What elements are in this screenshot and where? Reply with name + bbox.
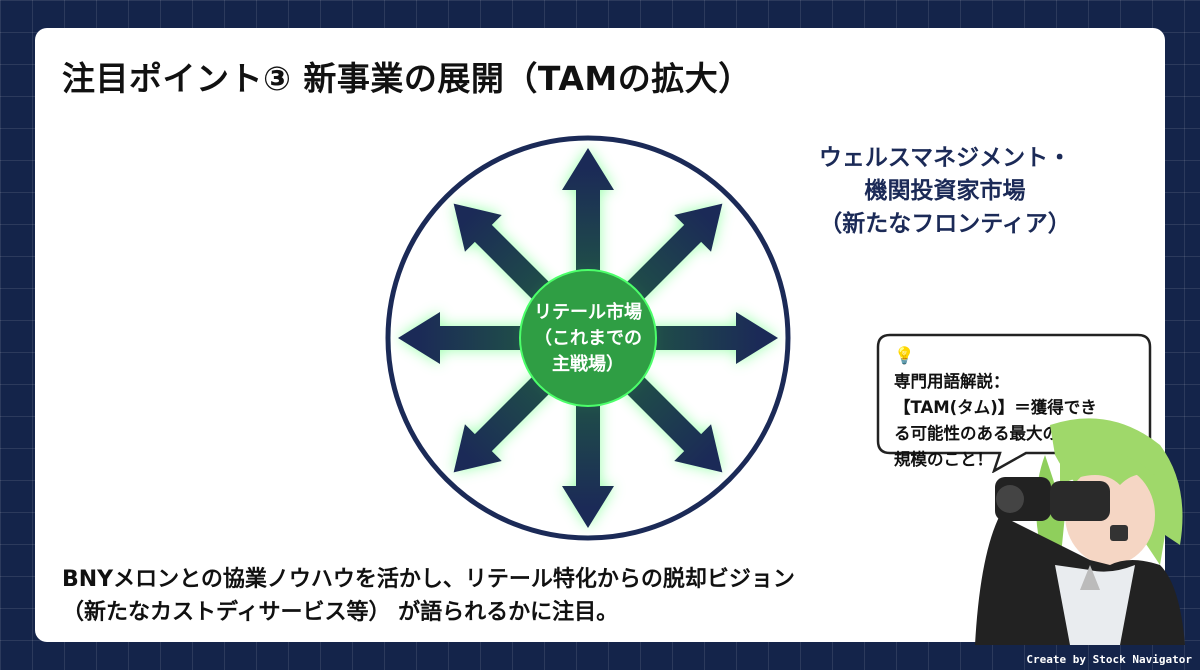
slide-title: 注目ポイント③ 新事業の展開（TAMの拡大）	[62, 59, 752, 98]
binocular-right-icon	[1050, 481, 1110, 521]
arrow-down	[562, 338, 614, 528]
arrow-right	[588, 312, 778, 364]
core-market-circle	[519, 269, 657, 407]
lightbulb-icon: 💡	[894, 346, 915, 365]
summary-text: BNYメロンとの協業ノウハウを活かし、リテール特化からの脱却ビジョン （新たなカ…	[62, 567, 795, 625]
arrow-up	[562, 148, 614, 338]
expansion-diagram	[385, 135, 791, 541]
core-market-label: リテール市場 （これまでの 主戦場）	[534, 302, 642, 375]
frontier-market-label: ウェルスマネジメント・ 機関投資家市場 （新たなフロンティア）	[818, 145, 1072, 237]
credit-text: Create by Stock Navigator	[1026, 653, 1192, 666]
binocular-character-illustration	[975, 418, 1185, 645]
arrow-left	[398, 312, 588, 364]
